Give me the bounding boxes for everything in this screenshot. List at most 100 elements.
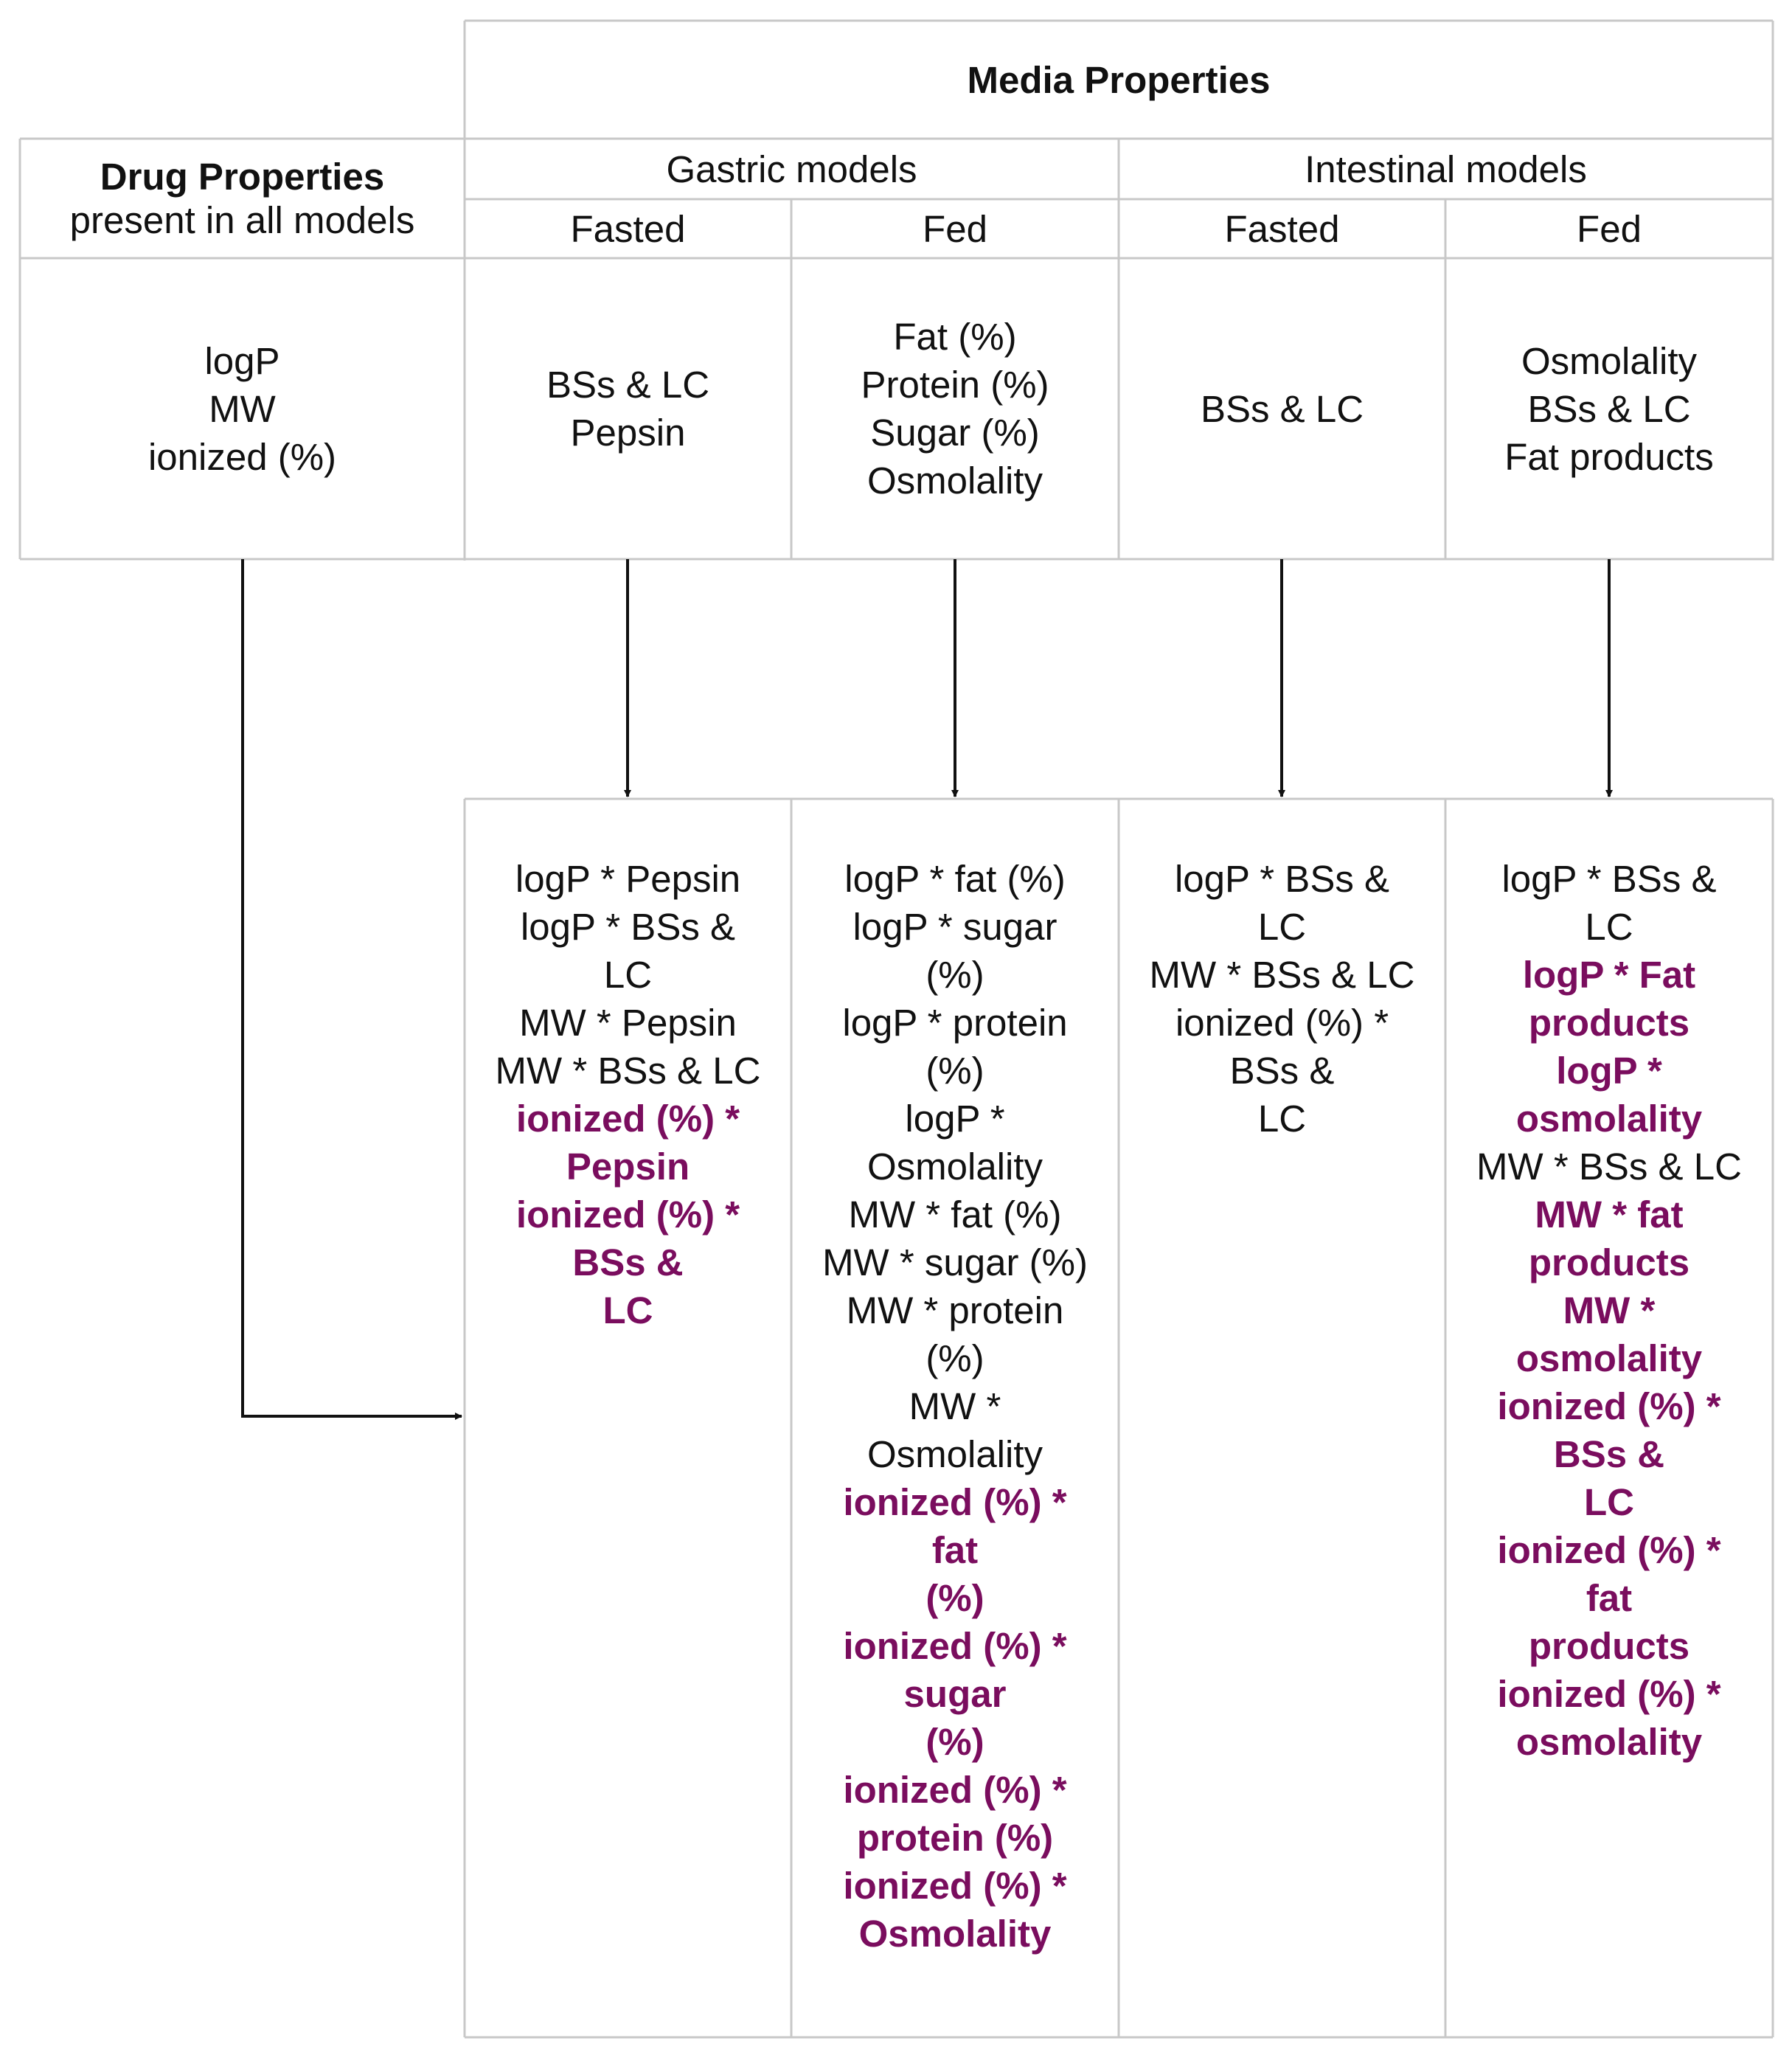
interaction-term-highlighted: LC [1584, 1481, 1634, 1523]
media-property: Pepsin [570, 412, 686, 454]
gastric-models-header: Gastric models [465, 139, 1119, 199]
interaction-term-highlighted: MW * fat [1535, 1193, 1684, 1236]
gastric-fed-media-list: Fat (%) Protein (%) Sugar (%) Osmolality [791, 258, 1119, 559]
media-property: BSs & LC [546, 364, 710, 406]
media-property: Osmolality [867, 460, 1043, 502]
interaction-term-highlighted: logP * [1556, 1050, 1662, 1092]
intestinal-fasted-label: Fasted [1224, 207, 1340, 250]
interaction-term-highlighted: ionized (%) * [515, 1193, 740, 1236]
interaction-term: Osmolality [867, 1146, 1043, 1188]
interaction-term: (%) [925, 954, 984, 996]
media-property: Fat (%) [893, 316, 1017, 358]
interaction-term: ionized (%) * [1175, 1002, 1389, 1044]
interaction-term: MW * BSs & LC [495, 1050, 761, 1092]
gastric-models-label: Gastric models [666, 148, 917, 190]
interaction-term: Osmolality [867, 1433, 1043, 1475]
interaction-term: logP * protein [842, 1002, 1068, 1044]
interaction-term-highlighted: osmolality [1515, 1337, 1703, 1379]
gastric-fasted-header: Fasted [465, 199, 791, 258]
interaction-term: logP * sugar [852, 906, 1058, 948]
interaction-term-highlighted: osmolality [1515, 1721, 1703, 1763]
interaction-term: LC [1257, 1098, 1307, 1140]
interaction-term-highlighted: MW * [1563, 1289, 1656, 1331]
drug-property: logP [204, 339, 280, 382]
interaction-term: MW * sugar (%) [822, 1241, 1088, 1283]
interaction-term: MW * protein [846, 1289, 1064, 1331]
media-property: Osmolality [1521, 339, 1698, 382]
interaction-term-highlighted: BSs & [572, 1241, 684, 1283]
interaction-term-highlighted: ionized (%) * [843, 1625, 1067, 1667]
intestinal-fed-media-list: Osmolality BSs & LC Fat products [1445, 258, 1773, 559]
drug-properties-title: Drug Properties [100, 156, 385, 198]
media-property: BSs & LC [1200, 387, 1364, 430]
media-property: Protein (%) [861, 364, 1049, 406]
interaction-term: logP * BSs & [520, 906, 736, 948]
interaction-term-highlighted: fat [1586, 1577, 1633, 1619]
interaction-term: (%) [925, 1050, 984, 1092]
media-property: Sugar (%) [870, 412, 1040, 454]
interaction-term-highlighted: LC [602, 1289, 653, 1331]
interaction-term-highlighted: ionized (%) * [1497, 1385, 1721, 1427]
interaction-term: logP * BSs & [1501, 858, 1717, 900]
interaction-term-highlighted: sugar [903, 1673, 1007, 1715]
gastric-fed-interactions: logP * fat (%) logP * sugar (%) logP * prot… [791, 799, 1119, 2037]
media-property: BSs & LC [1527, 387, 1691, 430]
interaction-term-highlighted: ionized (%) * [1497, 1673, 1721, 1715]
interaction-term-highlighted: Pepsin [566, 1146, 690, 1188]
intestinal-fed-interactions: logP * BSs & LC logP * Fat products logP * os… [1445, 799, 1773, 2037]
interaction-term-highlighted: osmolality [1515, 1098, 1703, 1140]
drug-property: MW [209, 387, 276, 430]
flow-arrows [241, 559, 1613, 1420]
intestinal-models-label: Intestinal models [1305, 148, 1587, 190]
interaction-term: (%) [925, 1337, 984, 1379]
interaction-term-highlighted: ionized (%) * [843, 1865, 1067, 1907]
interaction-term-highlighted: products [1528, 1241, 1690, 1283]
intestinal-fasted-media-list: BSs & LC [1119, 258, 1445, 559]
intestinal-models-header: Intestinal models [1119, 139, 1773, 199]
drug-property: ionized (%) [147, 435, 337, 478]
gastric-fed-label: Fed [923, 207, 987, 250]
interaction-term-highlighted: ionized (%) * [843, 1769, 1067, 1811]
interaction-term: logP * [905, 1098, 1005, 1140]
interaction-term-highlighted: (%) [925, 1577, 984, 1619]
media-properties-header: Media Properties [465, 21, 1773, 139]
interaction-term-highlighted: ionized (%) * [843, 1481, 1067, 1523]
interaction-term-highlighted: BSs & [1553, 1433, 1665, 1475]
interaction-term: logP * Pepsin [515, 858, 741, 900]
interaction-term-highlighted: products [1528, 1002, 1690, 1044]
interaction-term: BSs & [1229, 1050, 1335, 1092]
interaction-term: MW * [909, 1385, 1001, 1427]
intestinal-fasted-interactions: logP * BSs & LC MW * BSs & LC ionized (%) *… [1119, 799, 1445, 2037]
interaction-term-highlighted: (%) [925, 1721, 984, 1763]
media-properties-title: Media Properties [967, 58, 1271, 101]
interaction-term: logP * BSs & [1174, 858, 1390, 900]
interaction-term: MW * BSs & LC [1149, 954, 1415, 996]
drug-properties-header: Drug Properties present in all models [20, 139, 465, 258]
arrow-drug-properties [241, 559, 462, 1420]
drug-properties-list: logP MW ionized (%) [20, 258, 465, 559]
intestinal-fed-label: Fed [1577, 207, 1642, 250]
interaction-term: LC [1257, 906, 1307, 948]
interaction-term-highlighted: protein (%) [856, 1817, 1054, 1859]
interaction-term-highlighted: logP * Fat [1522, 954, 1696, 996]
gastric-fed-header: Fed [791, 199, 1119, 258]
gastric-fasted-media-list: BSs & LC Pepsin [465, 258, 791, 559]
interaction-term-highlighted: ionized (%) * [1497, 1529, 1721, 1571]
intestinal-fasted-header: Fasted [1119, 199, 1445, 258]
intestinal-fed-header: Fed [1445, 199, 1773, 258]
interaction-term: MW * fat (%) [848, 1193, 1062, 1236]
interaction-term-highlighted: ionized (%) * [515, 1098, 740, 1140]
interaction-term: logP * fat (%) [844, 858, 1066, 900]
gastric-fasted-label: Fasted [570, 207, 686, 250]
interaction-term-highlighted: fat [931, 1529, 979, 1571]
media-property: Fat products [1504, 435, 1714, 478]
drug-properties-subtitle: present in all models [69, 199, 415, 241]
table-borders [18, 19, 1774, 2039]
interaction-term-highlighted: products [1528, 1625, 1690, 1667]
interaction-term: MW * Pepsin [519, 1002, 737, 1044]
interaction-term: MW * BSs & LC [1476, 1146, 1742, 1188]
interaction-term: LC [1585, 906, 1633, 948]
interaction-term: LC [603, 954, 653, 996]
